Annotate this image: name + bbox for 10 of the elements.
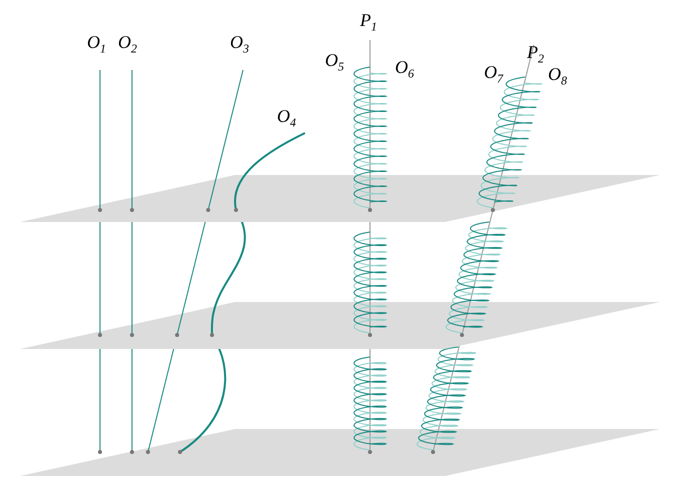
orbit-label: O$_{6}$	[395, 57, 414, 83]
orbit-label: O$_{1}$	[87, 32, 106, 58]
axis-label: P$_{1}$	[360, 10, 377, 36]
orbit-label: O$_{5}$	[325, 50, 344, 76]
orbit-label: O$_{4}$	[277, 106, 296, 132]
orbit-label: O$_{2}$	[118, 32, 137, 58]
orbit-label: O$_{3}$	[230, 32, 249, 58]
orbit-label: O$_{7}$	[484, 62, 503, 88]
axis-label: P$_{2}$	[527, 42, 544, 68]
orbit-label: O$_{8}$	[548, 64, 567, 90]
